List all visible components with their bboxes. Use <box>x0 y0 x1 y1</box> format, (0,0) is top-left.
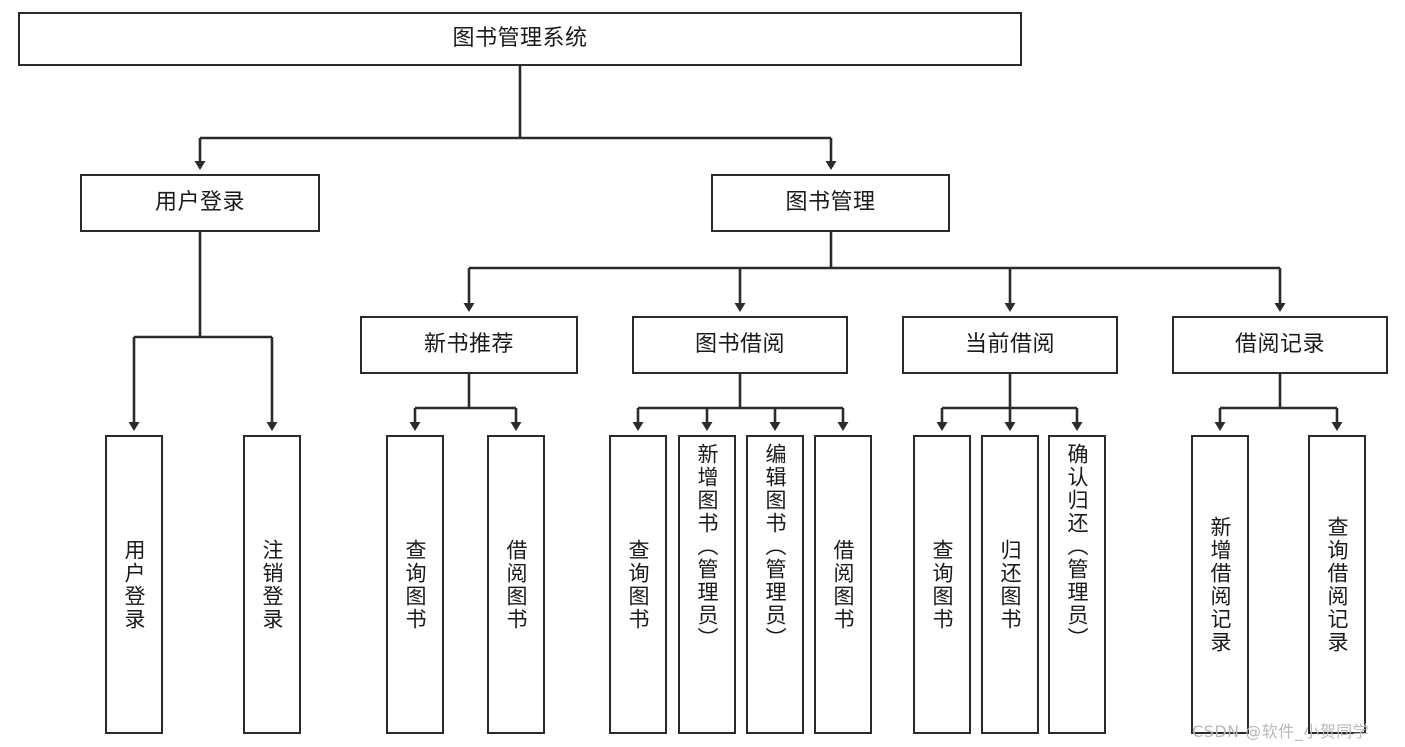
node-user-login-label: 用户登录 <box>154 190 245 216</box>
node-borrow-record-label: 借阅记录 <box>1234 332 1325 358</box>
node-leaf-borrow-book[interactable]: 借阅图书 <box>814 435 872 734</box>
node-book-borrow-label: 图书借阅 <box>694 332 785 358</box>
node-leaf-add-borrow-record-label: 新增借阅记录 <box>1208 515 1233 654</box>
node-borrow-record[interactable]: 借阅记录 <box>1172 316 1388 374</box>
node-leaf-query-book-current-label: 查询图书 <box>930 538 955 631</box>
node-leaf-edit-book-admin-label: 编辑图书（管理员） <box>763 443 788 650</box>
node-leaf-query-book-current[interactable]: 查询图书 <box>913 435 971 734</box>
node-current-borrow[interactable]: 当前借阅 <box>902 316 1118 374</box>
node-leaf-return-book[interactable]: 归还图书 <box>981 435 1039 734</box>
node-leaf-add-book-admin-label: 新增图书（管理员） <box>695 443 720 650</box>
node-new-book-recommend[interactable]: 新书推荐 <box>360 316 578 374</box>
node-user-login[interactable]: 用户登录 <box>80 174 320 232</box>
node-current-borrow-label: 当前借阅 <box>964 332 1055 358</box>
node-leaf-user-login-label: 用户登录 <box>122 538 147 631</box>
node-book-borrow[interactable]: 图书借阅 <box>632 316 848 374</box>
node-leaf-query-book-rec-label: 查询图书 <box>403 538 428 631</box>
node-root[interactable]: 图书管理系统 <box>18 12 1022 66</box>
node-book-management[interactable]: 图书管理 <box>711 174 950 232</box>
node-leaf-add-book-admin[interactable]: 新增图书（管理员） <box>678 435 736 734</box>
node-leaf-user-logout[interactable]: 注销登录 <box>243 435 301 734</box>
node-new-book-recommend-label: 新书推荐 <box>423 332 514 358</box>
node-leaf-add-borrow-record[interactable]: 新增借阅记录 <box>1191 435 1249 734</box>
node-leaf-user-logout-label: 注销登录 <box>260 538 285 631</box>
node-leaf-query-book-borrow-label: 查询图书 <box>626 538 651 631</box>
node-leaf-confirm-return-admin-label: 确认归还（管理员） <box>1065 443 1090 650</box>
node-leaf-query-borrow-record-label: 查询借阅记录 <box>1325 515 1350 654</box>
node-book-management-label: 图书管理 <box>785 190 876 216</box>
node-leaf-confirm-return-admin[interactable]: 确认归还（管理员） <box>1048 435 1106 734</box>
node-leaf-user-login[interactable]: 用户登录 <box>105 435 163 734</box>
node-root-label: 图书管理系统 <box>452 26 588 52</box>
watermark: CSDN @软件_小贺同学 <box>1192 722 1370 741</box>
node-leaf-query-book-rec[interactable]: 查询图书 <box>386 435 444 734</box>
node-leaf-borrow-book-rec[interactable]: 借阅图书 <box>487 435 545 734</box>
node-leaf-edit-book-admin[interactable]: 编辑图书（管理员） <box>746 435 804 734</box>
node-leaf-query-book-borrow[interactable]: 查询图书 <box>609 435 667 734</box>
node-leaf-query-borrow-record[interactable]: 查询借阅记录 <box>1308 435 1366 734</box>
node-leaf-return-book-label: 归还图书 <box>998 538 1023 631</box>
node-leaf-borrow-book-label: 借阅图书 <box>831 538 856 631</box>
node-leaf-borrow-book-rec-label: 借阅图书 <box>504 538 529 631</box>
